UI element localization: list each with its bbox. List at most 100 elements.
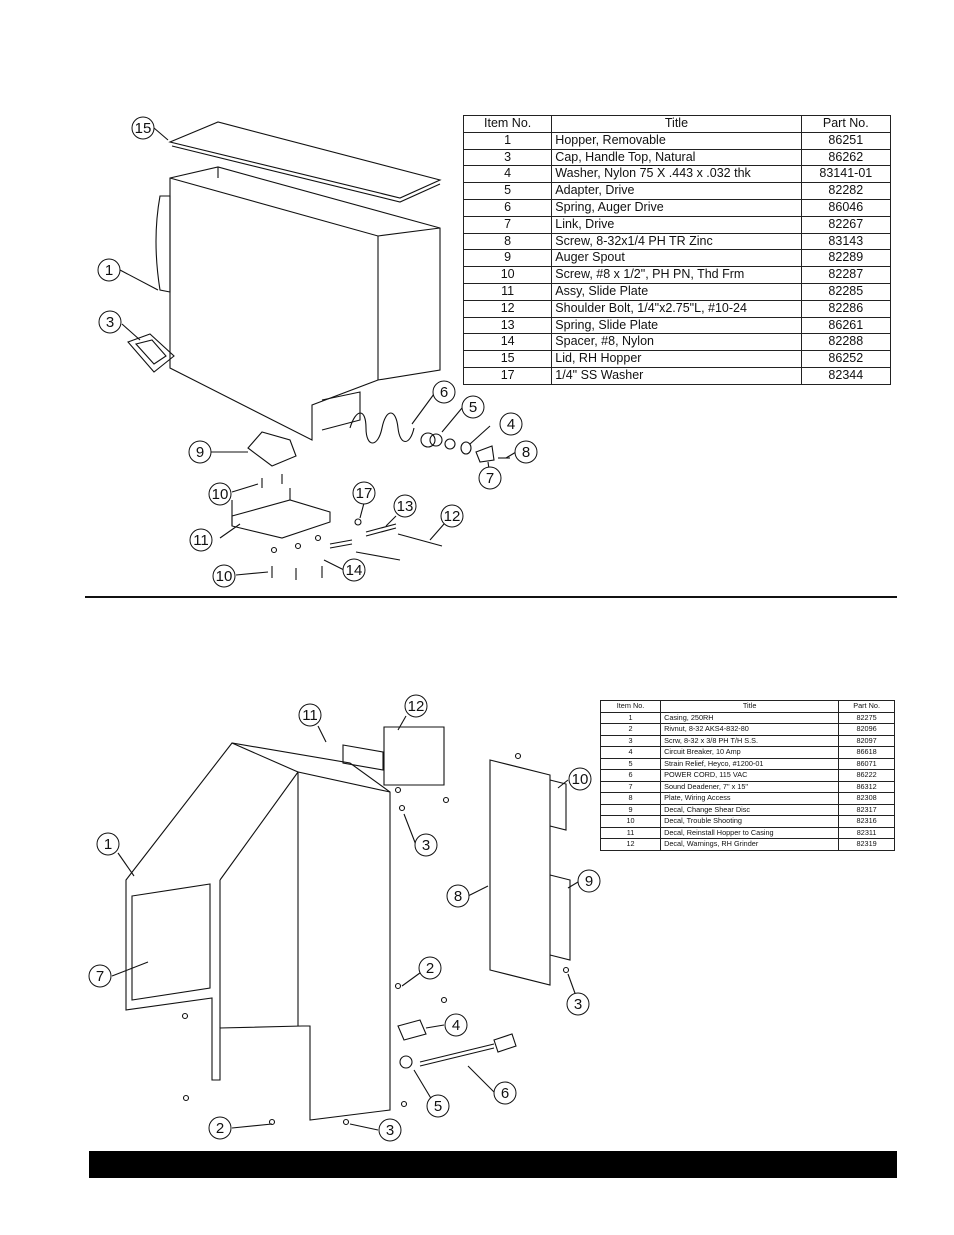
callout-label: 17: [356, 485, 373, 502]
item-no-cell: 2: [599, 723, 662, 736]
callout-label: 11: [193, 532, 209, 549]
item-no-cell: 3: [462, 148, 553, 167]
callout-label: 2: [426, 960, 434, 977]
callout-balloon: 14: [342, 558, 366, 582]
part-no-cell: 86252: [800, 350, 892, 368]
callout-balloon: 11: [298, 703, 322, 727]
callout-label: 4: [507, 416, 515, 433]
title-cell: Adapter, Drive: [551, 182, 802, 200]
callout-label: 7: [486, 470, 494, 487]
item-no-cell: 17: [462, 366, 553, 385]
part-no-cell: 82319: [838, 838, 895, 851]
part-no-cell: 82096: [838, 723, 895, 736]
part-no-cell: 86312: [838, 780, 895, 793]
callout-balloon: 1: [97, 258, 121, 282]
part-no-cell: 86618: [838, 746, 895, 759]
item-no-cell: 9: [599, 803, 662, 816]
title-cell: Hopper, Removable: [551, 131, 802, 150]
item-no-cell: 10: [462, 266, 553, 284]
callout-balloon: 10: [568, 767, 592, 791]
callout-balloon: 13: [393, 494, 417, 518]
callout-balloon: 4: [499, 412, 523, 436]
callout-label: 1: [104, 836, 112, 853]
callout-label: 2: [216, 1120, 224, 1137]
title-cell: Spring, Slide Plate: [551, 316, 802, 335]
title-cell: Screw, #8 x 1/2", PH PN, Thd Frm: [551, 266, 802, 284]
item-no-cell: 7: [462, 215, 553, 234]
callout-label: 6: [501, 1085, 509, 1102]
callout-label: 14: [346, 562, 363, 579]
callout-balloon: 9: [577, 869, 601, 893]
header-part-no: Part No.: [800, 115, 892, 133]
hopper-body: [169, 166, 441, 441]
header-part-no: Part No.: [838, 700, 895, 713]
callout-balloon: 12: [404, 694, 428, 718]
item-no-cell: 4: [599, 746, 662, 759]
part-no-cell: 82286: [800, 299, 892, 318]
callout-balloon: 7: [88, 964, 112, 988]
title-cell: Decal, Change Shear Disc: [660, 803, 840, 816]
footer-bar: [89, 1151, 897, 1178]
callout-label: 12: [408, 698, 425, 715]
title-cell: Decal, Reinstall Hopper to Casing: [660, 826, 840, 839]
callout-balloon: 9: [188, 440, 212, 464]
callout-label: 10: [212, 486, 229, 503]
part-no-cell: 86046: [800, 198, 892, 217]
callout-balloon: 10: [208, 482, 232, 506]
item-no-cell: 6: [599, 769, 662, 782]
callout-label: 12: [444, 508, 461, 525]
callout-balloon: 10: [212, 564, 236, 588]
title-cell: 1/4" SS Washer: [551, 366, 802, 385]
callout-label: 4: [452, 1017, 460, 1034]
callout-balloon: 4: [444, 1013, 468, 1037]
callout-balloon: 5: [461, 395, 485, 419]
auger-spout: [247, 431, 297, 467]
callout-label: 8: [454, 888, 462, 905]
part-no-cell: 82344: [800, 366, 892, 385]
item-no-cell: 15: [462, 350, 553, 368]
callout-label: 9: [196, 444, 204, 461]
part-no-cell: 82097: [838, 734, 895, 747]
callout-balloon: 17: [352, 481, 376, 505]
callout-balloon: 8: [446, 884, 470, 908]
hopper-lid: [168, 121, 442, 199]
callout-balloon: 6: [493, 1081, 517, 1105]
callout-label: 6: [440, 384, 448, 401]
callout-label: 15: [135, 120, 152, 137]
item-no-cell: 12: [462, 299, 553, 318]
callout-balloon: 1: [96, 832, 120, 856]
callout-label: 3: [574, 996, 582, 1013]
handle-cap: [127, 333, 175, 373]
wiring-access-plate: [489, 759, 551, 986]
title-cell: Spacer, #8, Nylon: [551, 333, 802, 352]
slide-plate: [231, 499, 331, 539]
decal-warnings: [383, 726, 445, 786]
part-no-cell: 82288: [800, 333, 892, 352]
callout-label: 1: [105, 262, 113, 279]
title-cell: POWER CORD, 115 VAC: [660, 769, 840, 782]
callout-balloon: 3: [566, 992, 590, 1016]
header-title: Title: [551, 115, 802, 133]
callout-balloon: 15: [131, 116, 155, 140]
title-cell: Decal, Trouble Shooting: [660, 815, 840, 828]
part-no-cell: 82289: [800, 249, 892, 268]
callout-label: 3: [106, 314, 114, 331]
part-no-cell: 86222: [838, 769, 895, 782]
callout-label: 8: [522, 444, 530, 461]
item-no-cell: 7: [599, 780, 662, 793]
item-no-cell: 3: [599, 734, 662, 747]
item-no-cell: 8: [599, 792, 662, 805]
